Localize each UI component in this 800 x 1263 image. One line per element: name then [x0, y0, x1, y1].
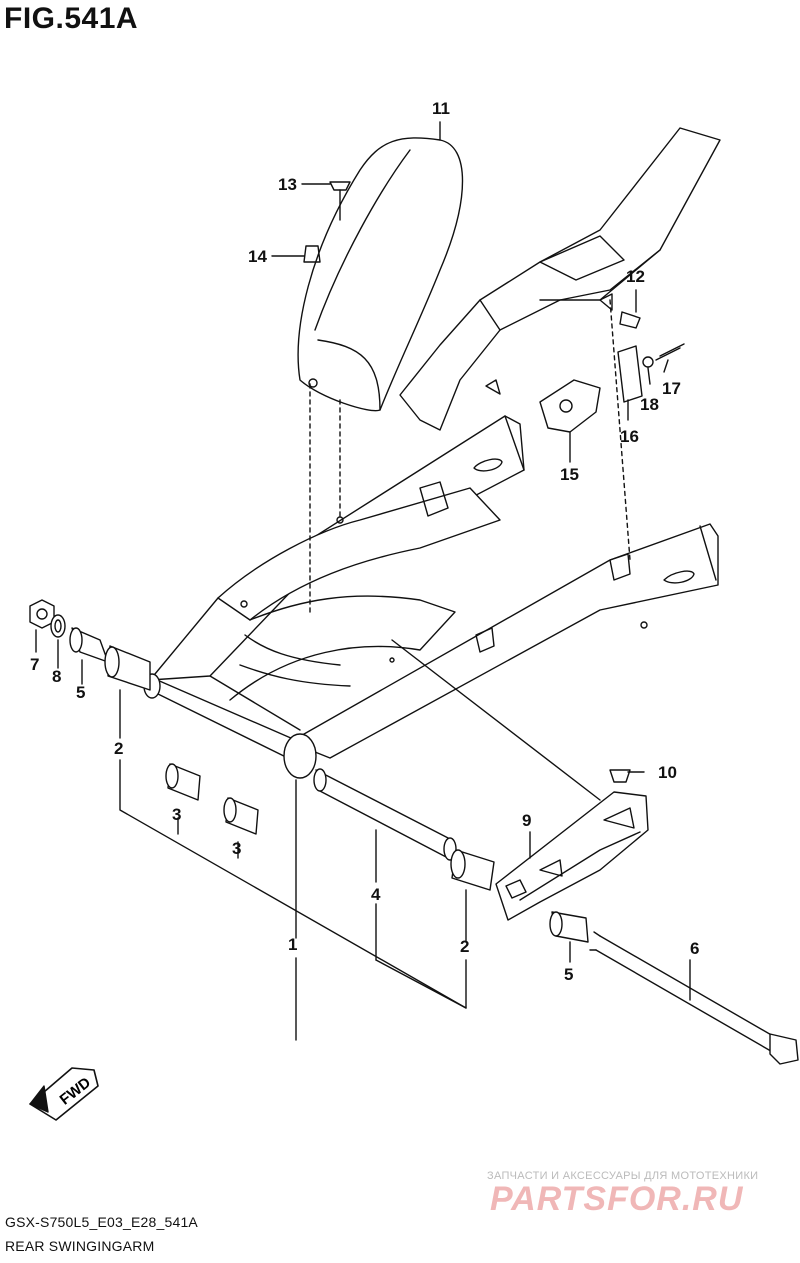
left-hardware	[29, 599, 151, 691]
callout-5-left: 5	[76, 683, 86, 702]
callout-2-left: 2	[114, 739, 124, 758]
pivot-shaft	[595, 935, 781, 1055]
callout-10: 10	[658, 763, 677, 782]
callout-7: 7	[30, 655, 40, 674]
callout-5-right: 5	[564, 965, 574, 984]
fwd-arrow	[29, 1067, 99, 1121]
callout-6: 6	[690, 939, 700, 958]
callout-17: 17	[662, 379, 681, 398]
callout-3-upper: 3	[172, 805, 182, 824]
callout-8: 8	[52, 667, 62, 686]
callout-2-right: 2	[460, 937, 470, 956]
diagram-name: REAR SWINGINGARM	[5, 1238, 155, 1254]
diagram-code: GSX-S750L5_E03_E28_541A	[5, 1214, 198, 1230]
watermark-subtitle: ЗАПЧАСТИ И АКСЕССУАРЫ ДЛЯ МОТОТЕХНИКИ	[487, 1170, 759, 1182]
callout-18: 18	[640, 395, 659, 414]
rear-fender	[297, 127, 721, 431]
watermark-brand: PARTSFOR.RU	[490, 1180, 744, 1218]
callout-11: 11	[432, 99, 450, 118]
chain-guard-plate	[539, 379, 601, 433]
callout-1: 1	[288, 935, 298, 954]
chain-slider	[495, 791, 649, 921]
callout-15: 15	[560, 465, 579, 484]
spacer-tube	[315, 769, 453, 859]
callout-16: 16	[620, 427, 639, 446]
callout-14: 14	[248, 247, 267, 266]
figure-title: FIG.541A	[4, 2, 139, 35]
callout-3-lower: 3	[232, 839, 242, 858]
callout-9: 9	[522, 811, 532, 830]
swingarm-body	[143, 415, 719, 779]
callout-13: 13	[278, 175, 297, 194]
callout-4: 4	[371, 885, 381, 904]
callout-12: 12	[626, 267, 645, 286]
